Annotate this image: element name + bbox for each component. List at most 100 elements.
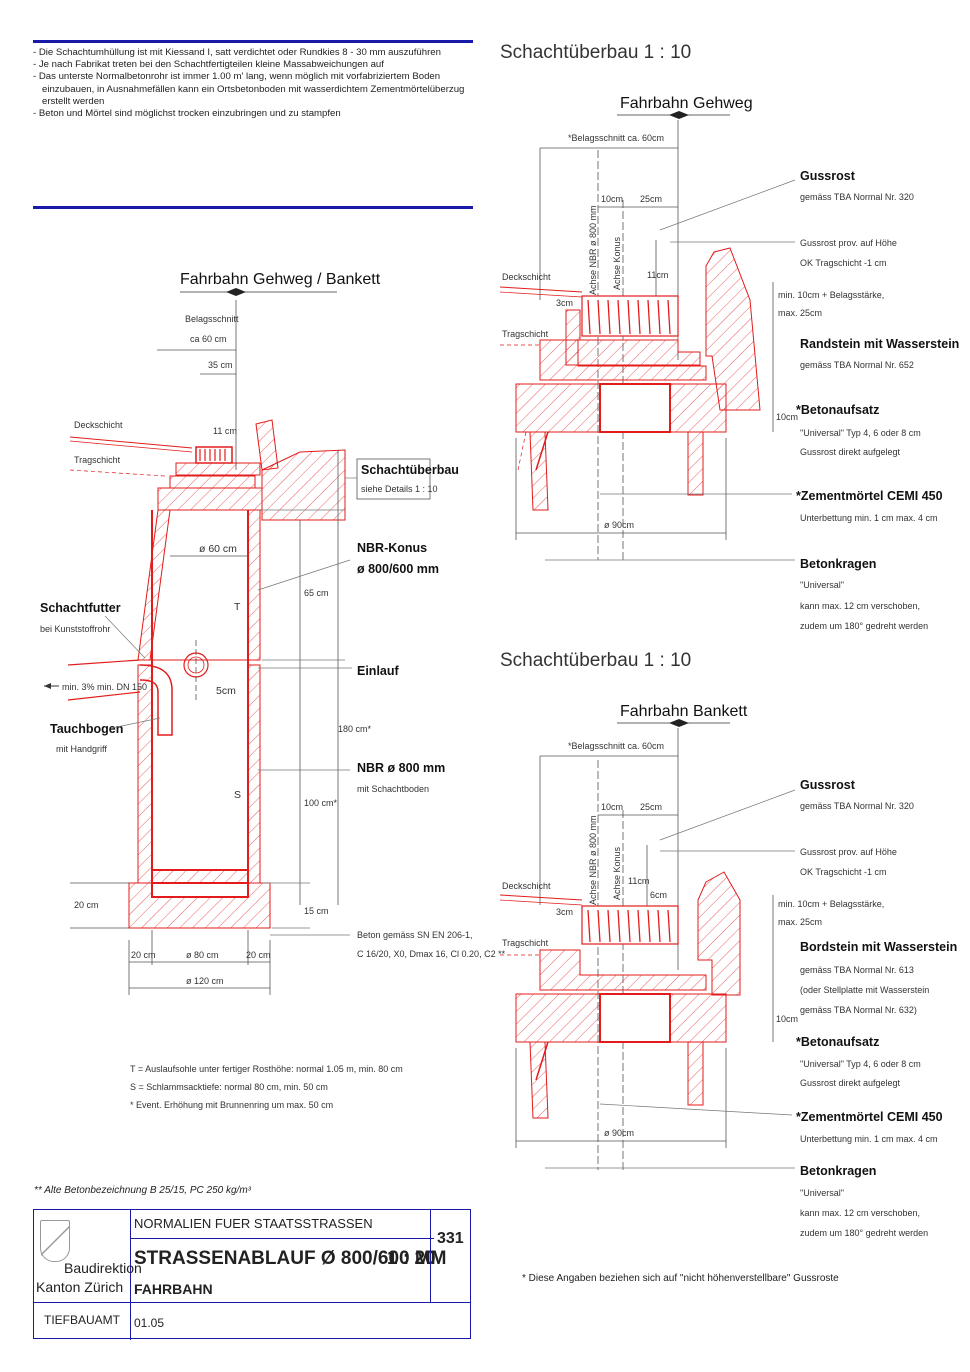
detail2-min10-2: max. 25cm	[778, 917, 822, 927]
detail1-betonaufsatz-1: "Universal" Typ 4, 6 oder 8 cm	[800, 428, 921, 438]
main-tragschicht: Tragschicht	[74, 455, 121, 465]
detail2-bordstein-2: (oder Stellplatte mit Wasserstein	[800, 985, 929, 995]
detail2-deckschicht: Deckschicht	[502, 881, 551, 891]
detail1-betonaufsatz: *Betonaufsatz	[796, 403, 879, 417]
detail2-betonaufsatz-1: "Universal" Typ 4, 6 oder 8 cm	[800, 1059, 921, 1069]
main-mit-handgriff: mit Handgriff	[56, 744, 107, 754]
legend-t: T = Auslaufsohle unter fertiger Rosthöhe…	[130, 1064, 403, 1074]
concrete-note: ** Alte Betonbezeichnung B 25/15, PC 250…	[34, 1185, 251, 1196]
main-belagsschnitt-2: ca 60 cm	[190, 334, 227, 344]
detail2-zement-note: Unterbettung min. 1 cm max. 4 cm	[800, 1134, 938, 1144]
main-mit-schachtboden: mit Schachtboden	[357, 784, 429, 794]
detail2-gussrost-note: gemäss TBA Normal Nr. 320	[800, 801, 914, 811]
detail1-gussrost: Gussrost	[800, 169, 856, 183]
detail2-kragen-2: kann max. 12 cm verschoben,	[800, 1208, 920, 1218]
detail1-min10-1: min. 10cm + Belagsstärke,	[778, 290, 884, 300]
main-beton-2: C 16/20, X0, Dmax 16, Cl 0.20, C2 **	[357, 949, 506, 959]
detail1-zement: *Zementmörtel CEMI 450	[796, 489, 943, 503]
note-item: Beton und Mörtel sind möglichst trocken …	[33, 108, 473, 120]
detail1-betonaufsatz-2: Gussrost direkt aufgelegt	[800, 447, 901, 457]
detail1-dim-25: 25cm	[640, 194, 662, 204]
detail1-achse-konus: Achse Konus	[612, 236, 622, 290]
main-dim-180: 180 cm*	[338, 724, 372, 734]
detail2-zement: *Zementmörtel CEMI 450	[796, 1110, 943, 1124]
detail2-gussrost-prov-1: Gussrost prov. auf Höhe	[800, 847, 897, 857]
org-name-2: Kanton Zürich	[36, 1279, 124, 1295]
detail2-tragschicht: Tragschicht	[502, 938, 549, 948]
main-dim-5: 5cm	[216, 685, 236, 697]
detail2-betonaufsatz: *Betonaufsatz	[796, 1035, 879, 1049]
drawing-scale: 1 : 20	[387, 1248, 436, 1269]
department: TIEFBAUAMT	[34, 1302, 131, 1340]
detail1-min10-2: max. 25cm	[778, 308, 822, 318]
detail1-deckschicht: Deckschicht	[502, 272, 551, 282]
main-nbr-konus-1: NBR-Konus	[357, 541, 427, 555]
detail-1-drawing: Schachtüberbau 1 : 10 Fahrbahn Gehweg *B…	[499, 42, 959, 631]
detail2-bankett: Bankett	[693, 703, 748, 720]
detail2-achse-konus: Achse Konus	[612, 846, 622, 900]
detail2-bordstein-3: gemäss TBA Normal Nr. 632)	[800, 1005, 917, 1015]
detail1-tragschicht: Tragschicht	[502, 329, 549, 339]
detail2-dim-90: ø 90cm	[604, 1128, 634, 1138]
main-bei-kunststoff: bei Kunststoffrohr	[40, 624, 110, 634]
main-gehweg-label: Gehweg / Bankett	[253, 271, 381, 288]
detail2-dim-3: 3cm	[556, 907, 573, 917]
main-dim-65: 65 cm	[304, 588, 329, 598]
drawing-subtitle: FAHRBAHN	[134, 1281, 213, 1297]
detail2-kragen-3: zudem um 180° gedreht werden	[800, 1228, 928, 1238]
org-name-1: Baudirektion	[64, 1260, 142, 1276]
title-block: Baudirektion Kanton Zürich TIEFBAUAMT NO…	[33, 1209, 471, 1340]
main-dim-d120: ø 120 cm	[186, 976, 224, 986]
detail1-kragen-1: "Universal"	[800, 580, 844, 590]
main-fahrbahn-label: Fahrbahn	[180, 271, 249, 288]
detail1-gehweg: Gehweg	[693, 95, 753, 112]
detail2-bordstein-1: gemäss TBA Normal Nr. 613	[800, 965, 914, 975]
detail1-betonkragen: Betonkragen	[800, 557, 876, 571]
detail1-dim-11: 11cm	[647, 270, 668, 280]
main-siehe-details: siehe Details 1 : 10	[361, 484, 438, 494]
canton-crest-icon	[40, 1220, 70, 1262]
main-dim-35: 35 cm	[208, 360, 233, 370]
detail1-zement-note: Unterbettung min. 1 cm max. 4 cm	[800, 513, 938, 523]
detail1-dim-90: ø 90cm	[604, 520, 634, 530]
detail1-gussrost-prov-2: OK Tragschicht -1 cm	[800, 258, 887, 268]
main-dim-15: 15 cm	[304, 906, 329, 916]
main-dim-11: 11 cm	[213, 426, 237, 436]
detail1-randstein: Randstein mit Wasserstein	[800, 337, 959, 351]
detail2-title: Schachtüberbau 1 : 10	[500, 650, 691, 671]
detail2-gussrost: Gussrost	[800, 778, 856, 792]
detail1-belagsschnitt: *Belagsschnitt ca. 60cm	[568, 133, 664, 143]
series-title: NORMALIEN FUER STAATSSTRASSEN	[131, 1210, 434, 1239]
detail2-betonkragen: Betonkragen	[800, 1164, 876, 1178]
detail2-dim-25: 25cm	[640, 802, 662, 812]
drawing-number: 331	[437, 1230, 464, 1247]
main-letter-s: S	[234, 789, 241, 801]
number-box: 331	[430, 1210, 471, 1303]
note-item: Je nach Fabrikat treten bei den Schachtf…	[33, 59, 473, 71]
legend-s: S = Schlammsacktiefe: normal 80 cm, min.…	[130, 1082, 328, 1092]
footnote: * Diese Angaben beziehen sich auf "nicht…	[522, 1273, 839, 1284]
detail2-fahrbahn: Fahrbahn	[620, 703, 689, 720]
detail1-kragen-3: zudem um 180° gedreht werden	[800, 621, 928, 631]
main-dim-100: 100 cm*	[304, 798, 338, 808]
detail1-dim-10b: 10cm	[776, 412, 798, 422]
main-dim-d80: ø 80 cm	[186, 950, 219, 960]
detail1-fahrbahn: Fahrbahn	[620, 95, 689, 112]
main-tauchbogen: Tauchbogen	[50, 722, 123, 736]
main-beton-1: Beton gemäss SN EN 206-1,	[357, 930, 473, 940]
main-nbr-konus-2: ø 800/600 mm	[357, 562, 439, 576]
main-dim-20: 20 cm	[74, 900, 99, 910]
drawing-title: STRASSENABLAUF Ø 800/600 MM	[134, 1248, 447, 1269]
main-nbr-800: NBR ø 800 mm	[357, 761, 445, 775]
detail2-betonaufsatz-2: Gussrost direkt aufgelegt	[800, 1078, 901, 1088]
detail1-dim-10: 10cm	[601, 194, 623, 204]
detail2-dim-6: 6cm	[650, 890, 667, 900]
detail2-kragen-1: "Universal"	[800, 1188, 844, 1198]
detail2-bordstein: Bordstein mit Wasserstein	[800, 940, 957, 954]
general-notes: Die Schachtumhüllung ist mit Kiessand I,…	[33, 40, 473, 209]
detail1-gussrost-note: gemäss TBA Normal Nr. 320	[800, 192, 914, 202]
main-dim-d60: ø 60 cm	[199, 543, 237, 555]
detail2-gussrost-prov-2: OK Tragschicht -1 cm	[800, 867, 887, 877]
main-schachtueberbau: Schachtüberbau	[361, 463, 459, 477]
